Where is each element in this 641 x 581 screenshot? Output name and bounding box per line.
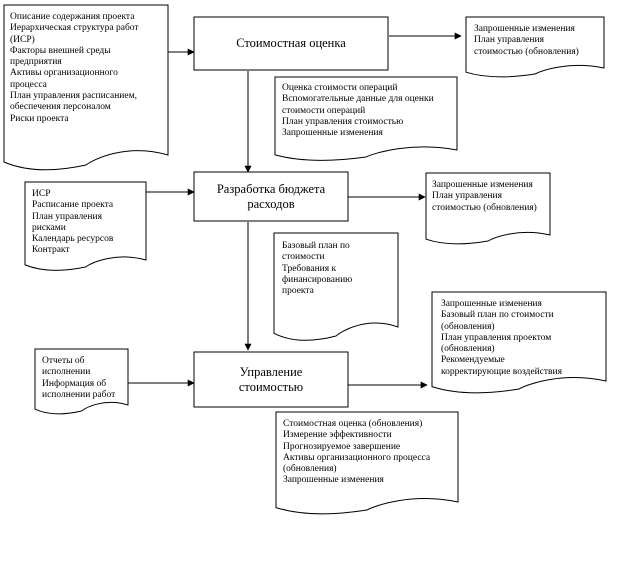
process-box-cost-budgeting bbox=[193, 171, 349, 222]
document-shape-flow-budgeting-control bbox=[273, 232, 399, 341]
document-shape-outputs-budgeting bbox=[425, 172, 551, 245]
document-outputs-budgeting: Запрошенные изменения План управления ст… bbox=[432, 180, 537, 213]
document-shape-flow-estimating-budgeting bbox=[274, 76, 458, 161]
document-outputs-control: Запрошенные изменения Базовый план по ст… bbox=[441, 299, 562, 377]
document-outputs-control-2: Стоимостная оценка (обновления) Измерени… bbox=[283, 419, 431, 486]
document-flow-estimating-budgeting: Оценка стоимости операций Вспомогательны… bbox=[282, 83, 434, 139]
document-inputs-budgeting: ИСР Расписание проекта План управления р… bbox=[32, 189, 114, 256]
document-shape-outputs-control bbox=[431, 291, 607, 394]
document-flow-budgeting-control: Базовый план по стоимости Требования к ф… bbox=[282, 241, 353, 297]
process-cost-budgeting: Разработка бюджета расходов bbox=[216, 181, 326, 211]
document-shape-inputs-control bbox=[34, 348, 129, 415]
document-inputs-control: Отчеты об исполнении Информация об испол… bbox=[42, 356, 116, 400]
process-cost-control: Управление стоимостью bbox=[238, 364, 304, 394]
process-cost-estimating: Стоимостная оценка bbox=[236, 36, 346, 50]
document-shape-inputs-estimating bbox=[3, 4, 169, 171]
process-box-cost-estimating bbox=[193, 16, 389, 71]
document-shape-outputs-control-2 bbox=[275, 411, 459, 515]
process-box-cost-control bbox=[193, 351, 349, 408]
document-inputs-estimating: Описание содержания проекта Иерархическа… bbox=[10, 12, 139, 124]
document-shape-outputs-estimating bbox=[465, 16, 605, 78]
document-shape-inputs-budgeting bbox=[24, 181, 147, 271]
document-outputs-estimating: Запрошенные изменения План управления ст… bbox=[474, 24, 579, 57]
